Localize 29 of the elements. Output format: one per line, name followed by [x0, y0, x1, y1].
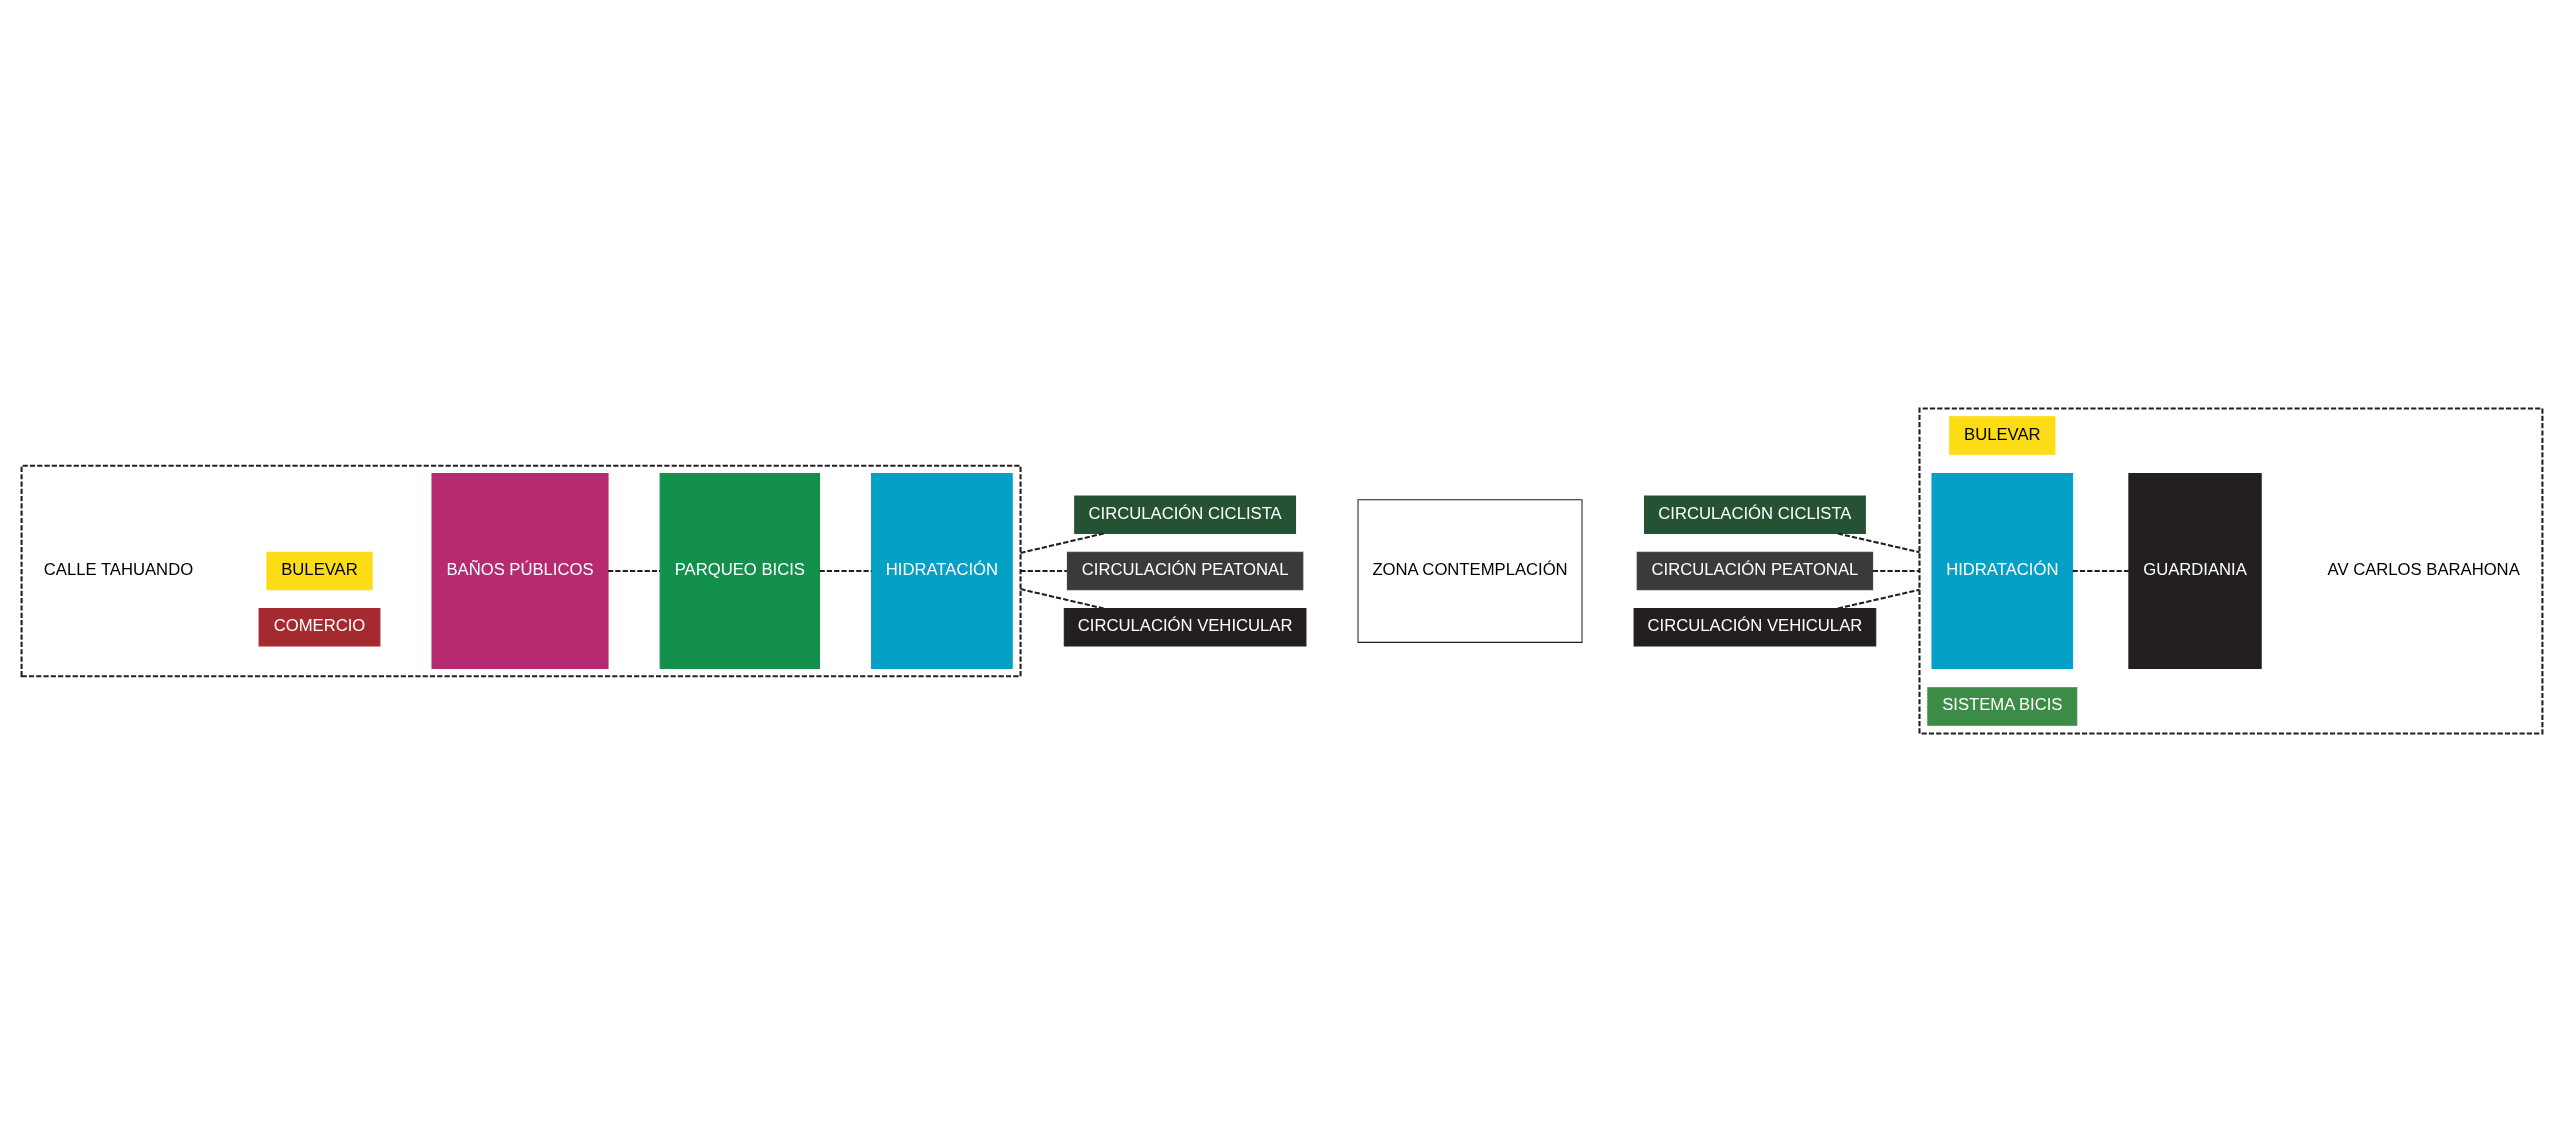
cluster: [1918, 407, 2544, 735]
connector: [1837, 532, 1920, 554]
connector: [1020, 569, 1067, 573]
node-box: CIRCULACIÓN PEATONAL: [1066, 551, 1304, 591]
node-box: PARQUEO BICIS: [659, 473, 820, 669]
node-box: CIRCULACIÓN VEHICULAR: [1063, 608, 1307, 647]
node-box: SISTEMA BICIS: [1927, 687, 2078, 726]
cluster: [20, 464, 1022, 678]
node-box: BULEVAR: [266, 551, 373, 591]
node-box: ZONA CONTEMPLACIÓN: [1357, 499, 1583, 643]
connector: [2072, 569, 2129, 573]
connector: [1020, 532, 1104, 554]
node-box: BULEVAR: [1949, 416, 2056, 455]
connector: [608, 569, 661, 573]
label: AV CARLOS BARAHONA: [2327, 559, 2520, 579]
node-box: CIRCULACIÓN PEATONAL: [1636, 551, 1874, 591]
connector: [1837, 588, 1920, 610]
node-box: BAÑOS PÚBLICOS: [431, 473, 609, 669]
node-box: GUARDIANIA: [2128, 473, 2262, 669]
node-box: CIRCULACIÓN VEHICULAR: [1633, 608, 1877, 647]
connector: [1872, 569, 1920, 573]
node-box: COMERCIO: [258, 608, 381, 647]
node-box: HIDRATACIÓN: [1931, 473, 2074, 669]
connector: [819, 569, 872, 573]
node-box: CIRCULACIÓN CICLISTA: [1074, 495, 1297, 534]
node-box: CIRCULACIÓN CICLISTA: [1644, 495, 1866, 534]
node-box: HIDRATACIÓN: [871, 473, 1013, 669]
connector: [1020, 588, 1104, 610]
label: CALLE TAHUANDO: [43, 559, 194, 579]
